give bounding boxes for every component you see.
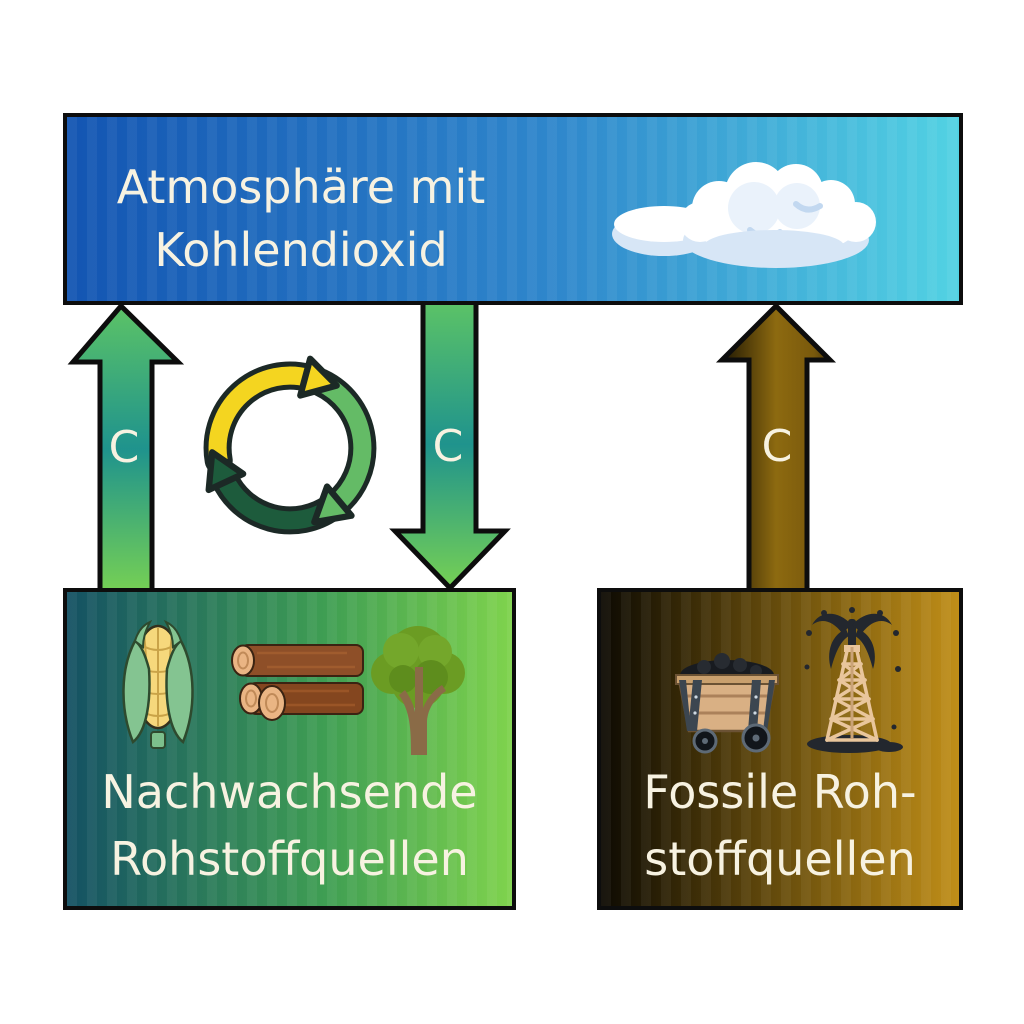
logs-icon xyxy=(231,644,364,721)
fossil-label-line2: stoffquellen xyxy=(644,832,916,886)
carbon-label-renewable-up: C xyxy=(108,422,140,473)
renewable-label-line2: Rohstoffquellen xyxy=(110,832,469,886)
carbon-label-fossil-up: C xyxy=(761,421,793,472)
fossil-box: Fossile Roh- stoffquellen xyxy=(597,588,963,910)
corn-icon xyxy=(122,619,194,749)
atmosphere-label-line2: Kohlendioxid xyxy=(154,223,448,277)
oil-derrick-icon xyxy=(804,607,903,753)
carbon-cycle-icon xyxy=(203,355,377,535)
fossil-label-line1: Fossile Roh- xyxy=(643,765,917,819)
coal-cart-icon xyxy=(675,653,779,754)
arrow-atmosphere-to-renewable xyxy=(389,298,511,592)
renewable-label-line1: Nachwachsende xyxy=(101,765,478,819)
atmosphere-label-line1: Atmosphäre mit xyxy=(116,160,486,214)
tree-icon xyxy=(371,626,465,755)
atmosphere-box: Atmosphäre mit Kohlendioxid xyxy=(63,113,963,305)
atmosphere-label: Atmosphäre mit Kohlendioxid xyxy=(67,156,535,282)
renewable-label: Nachwachsende Rohstoffquellen xyxy=(67,759,512,893)
carbon-label-atmosphere-down: C xyxy=(432,421,464,472)
cloud-icon xyxy=(612,162,876,268)
fossil-label: Fossile Roh- stoffquellen xyxy=(601,759,959,893)
renewable-box: Nachwachsende Rohstoffquellen xyxy=(63,588,516,910)
